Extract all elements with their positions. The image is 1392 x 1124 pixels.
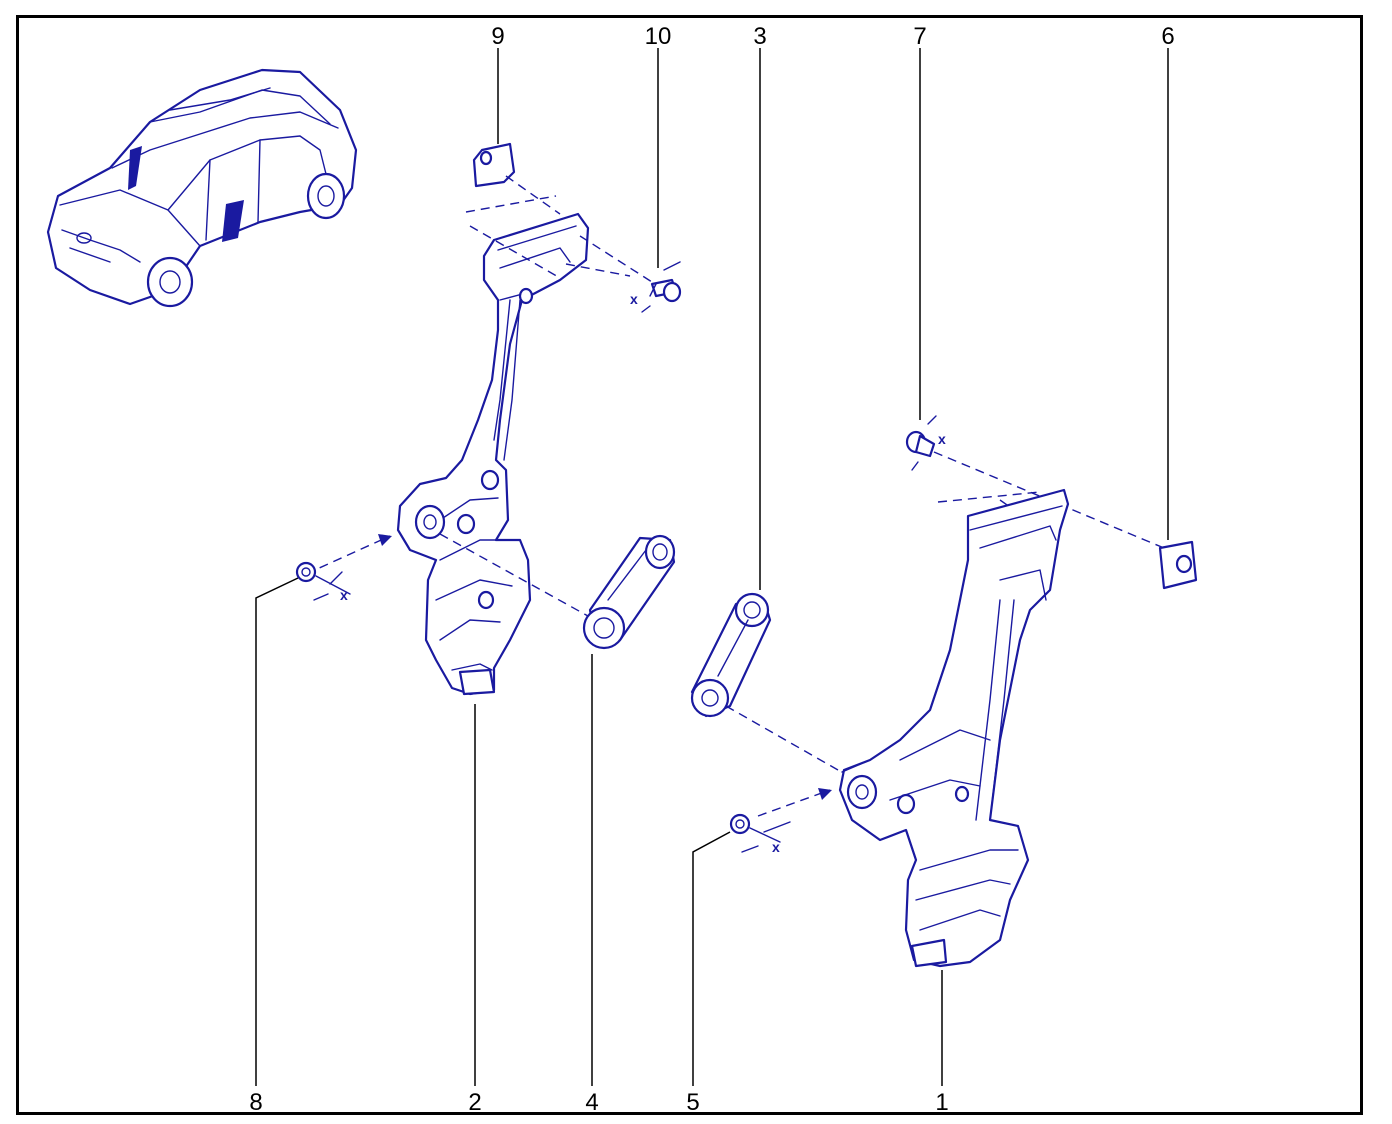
part-3-crank-handle <box>690 592 772 718</box>
part-6-clip <box>1158 540 1198 590</box>
callout-5: 5 <box>686 1089 699 1116</box>
callout-2: 2 <box>468 1089 481 1116</box>
x-mark: x <box>340 587 348 603</box>
callout-6: 6 <box>1161 23 1174 50</box>
part-8-nut <box>295 561 351 601</box>
part-9-clip <box>472 142 516 188</box>
vehicle-thumbnail <box>46 68 358 308</box>
x-mark: x <box>772 839 780 855</box>
x-mark: x <box>938 431 946 447</box>
callout-4: 4 <box>585 1089 598 1116</box>
callout-10: 10 <box>645 23 672 50</box>
leader-5 <box>692 831 731 1086</box>
callout-7: 7 <box>913 23 926 50</box>
part-7-bolt <box>905 415 937 471</box>
callout-3: 3 <box>753 23 766 50</box>
part-10-bolt <box>641 261 682 313</box>
callout-9: 9 <box>491 23 504 50</box>
part-1-window-regulator <box>838 488 1070 968</box>
part-5-nut <box>729 813 791 853</box>
part-4-crank-handle <box>582 534 676 650</box>
part-2-window-regulator <box>396 212 590 696</box>
leader-8 <box>255 577 299 1086</box>
callout-8: 8 <box>249 1089 262 1116</box>
callout-1: 1 <box>935 1089 948 1116</box>
x-mark: x <box>630 291 638 307</box>
